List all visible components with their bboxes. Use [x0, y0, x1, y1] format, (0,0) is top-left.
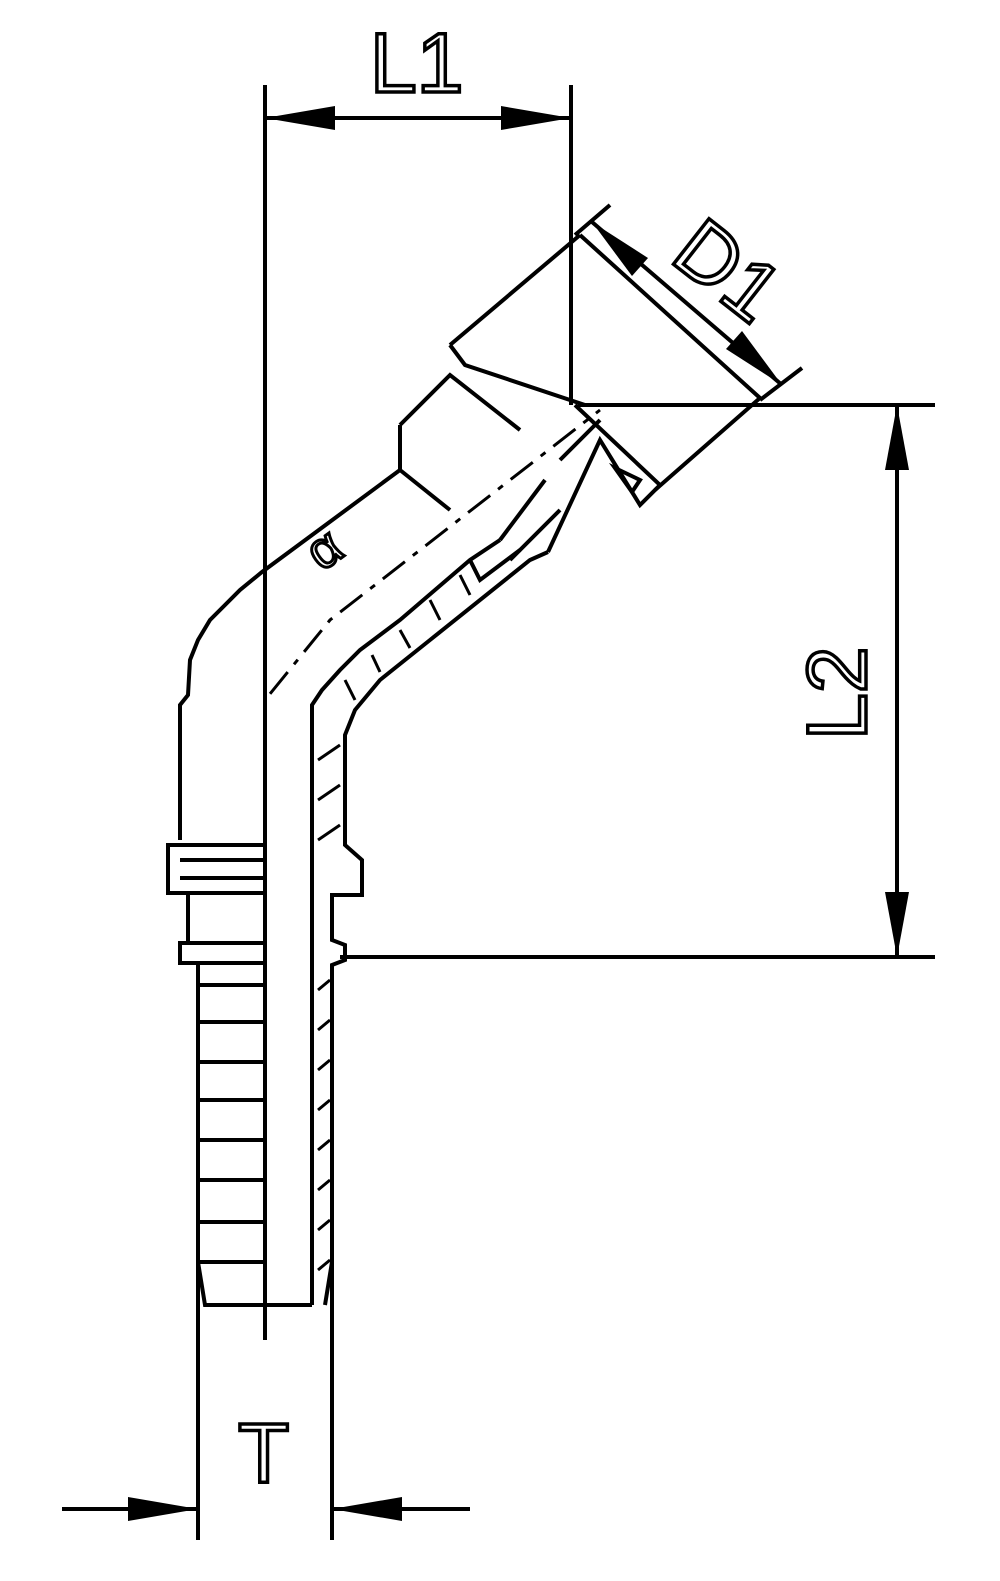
arrow-d1-bottom — [726, 331, 782, 385]
extension-line-d1-a — [573, 203, 612, 237]
centerline — [263, 408, 601, 1340]
dimension-l1: L1 — [263, 14, 573, 1340]
outer-contour-right — [330, 550, 549, 1290]
label-l1: L1 — [370, 16, 463, 110]
arrow-t-left — [128, 1497, 198, 1521]
arrow-top — [885, 405, 909, 470]
bore-contour — [310, 538, 502, 1305]
arrow-bottom — [885, 892, 909, 957]
dimension-d1: D1 — [573, 198, 804, 402]
collar-flange — [166, 843, 267, 895]
hose-tail — [196, 963, 334, 1307]
fitting-body — [166, 233, 764, 1340]
dimension-t: T — [62, 1290, 470, 1540]
wall-hatching — [317, 574, 472, 1272]
label-angle: α — [295, 517, 353, 582]
arrow-d1-top — [592, 222, 648, 276]
arrow-t-right — [332, 1497, 402, 1521]
label-l2: L2 — [790, 647, 884, 740]
collar-neck — [186, 891, 267, 945]
dimension-l2: L2 — [340, 403, 935, 959]
collar-ring — [178, 941, 267, 965]
arrow-left — [265, 106, 335, 130]
label-t: T — [238, 1406, 289, 1500]
outer-contour-left — [178, 425, 402, 840]
nut-head — [398, 233, 764, 584]
arrow-right — [501, 106, 571, 130]
label-d1: D1 — [657, 200, 799, 340]
